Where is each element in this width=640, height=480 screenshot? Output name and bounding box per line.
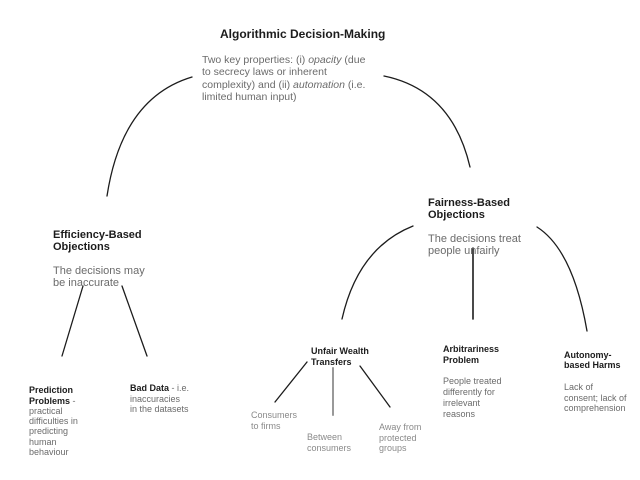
edge-wealth-to-consumers [274, 361, 308, 403]
edge-root-to-fairness [383, 75, 471, 168]
node-efficiency-based-objections: Efficiency-Based Objections The decision… [53, 217, 145, 289]
leaf-consumers-to-firms: Consumers to firms [251, 410, 298, 431]
node-title: Prediction Problems [29, 385, 74, 406]
node-unfair-wealth-transfers: Unfair Wealth Transfers [311, 335, 369, 369]
node-bad-data: Bad Data - i.e. inaccuracies in the data… [130, 373, 189, 415]
root-body-italic-automation: automation [293, 78, 345, 91]
node-description: The decisions treat people unfairly [428, 233, 521, 257]
edge-fairness-to-autonomy [536, 226, 588, 332]
node-description: The decisions may be inaccurate [53, 265, 145, 289]
edge-efficiency-to-prediction [61, 285, 84, 357]
node-description: - i.e. inaccuracies in the datasets [130, 383, 190, 415]
node-description: People treated differently for irrelevan… [443, 376, 502, 419]
edge-fairness-to-unfair-wealth [341, 225, 414, 320]
node-prediction-problems: Prediction Problems - practical difficul… [29, 375, 78, 457]
node-autonomy-based-harms: Autonomy- based Harms Lack of consent; l… [564, 339, 627, 414]
node-title: Autonomy- based Harms [564, 349, 621, 371]
node-title: Efficiency-Based Objections [53, 229, 142, 253]
leaf-away-from-protected-groups: Away from protected groups [379, 422, 422, 454]
node-title: Arbitrariness Problem [443, 343, 500, 365]
root-node-title: Algorithmic Decision-Making [220, 27, 386, 41]
root-body-text: (due to secrecy laws or inherent complex… [202, 54, 366, 91]
root-body-italic-opacity: opacity [308, 54, 342, 67]
edge-root-to-efficiency [106, 76, 193, 197]
leaf-between-consumers: Between consumers [307, 432, 352, 453]
node-fairness-based-objections: Fairness-Based Objections The decisions … [428, 185, 521, 257]
node-title: Bad Data [130, 383, 170, 394]
root-body-text: Two key properties: (i) [202, 54, 309, 67]
root-body-text: (i.e. limited human input) [202, 78, 366, 103]
node-description: - practical difficulties in predicting h… [29, 395, 78, 458]
node-arbitrariness-problem: Arbitrariness Problem People treated dif… [443, 333, 502, 419]
edge-efficiency-to-bad-data [121, 285, 148, 357]
edge-wealth-to-away [359, 365, 391, 408]
node-title: Fairness-Based Objections [428, 197, 510, 221]
node-title: Unfair Wealth Transfers [311, 346, 369, 368]
root-node-description: Two key properties: (i) opacity (due to … [202, 42, 365, 103]
node-description: Lack of consent; lack of comprehension [564, 381, 627, 414]
